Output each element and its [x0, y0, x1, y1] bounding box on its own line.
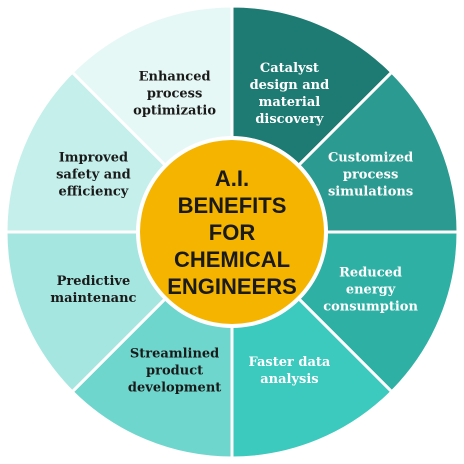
segment-product-development-label-line: Streamlined: [130, 347, 219, 362]
segment-data-analysis-label: Faster data analysis: [248, 355, 330, 387]
segment-optimization-label-line: process: [147, 86, 202, 101]
segment-simulations-label: Customized process simulations: [328, 151, 413, 200]
segment-optimization-label-line: optimizatio: [133, 103, 216, 118]
segment-maintenance-label: Predictive maintenanc: [50, 274, 136, 306]
segment-safety-label: Improved safety and efficiency: [56, 151, 131, 200]
segment-catalyst-label-line: design and: [250, 78, 330, 93]
segment-safety-label-line: safety and: [56, 168, 131, 183]
segment-energy-label-line: energy: [346, 282, 396, 297]
segment-maintenance-label-line: Predictive: [57, 274, 131, 289]
segment-data-analysis-label-line: analysis: [260, 372, 318, 387]
segment-safety-label-line: efficiency: [58, 185, 128, 200]
center-circle: [140, 140, 324, 324]
segment-data-analysis-label-line: Faster data: [248, 355, 330, 370]
segment-optimization-label: Enhanced process optimizatio: [133, 69, 216, 118]
segment-catalyst-label-line: Catalyst: [260, 61, 319, 76]
segment-catalyst-label-line: material: [259, 95, 321, 110]
segment-safety-label-line: Improved: [59, 151, 128, 166]
center-title-line: FOR: [209, 220, 256, 245]
segment-maintenance-label-line: maintenanc: [50, 291, 136, 306]
segment-energy-label-line: Reduced: [339, 265, 402, 280]
segment-simulations-label-line: process: [343, 168, 398, 183]
segment-catalyst-label: Catalyst design and material discovery: [250, 61, 330, 127]
segment-catalyst-label-line: discovery: [255, 112, 324, 127]
segment-simulations-label-line: simulations: [328, 185, 413, 200]
segment-energy-label-line: consumption: [323, 299, 418, 314]
segment-energy-label: Reduced energy consumption: [323, 265, 418, 314]
center-title-line: A.I.: [215, 166, 249, 191]
center-title-line: BENEFITS: [178, 193, 287, 218]
center-title-line: ENGINEERS: [167, 274, 297, 299]
segment-product-development-label-line: product: [146, 364, 203, 379]
segment-simulations-label-line: Customized: [328, 151, 413, 166]
wheel-segments: Catalyst design and material discoveryCusto…: [4, 4, 460, 460]
segment-optimization-label-line: Enhanced: [139, 69, 211, 84]
center-title-line: CHEMICAL: [174, 247, 290, 272]
segment-product-development-label-line: development: [128, 381, 221, 396]
segment-product-development-label: Streamlined product development: [128, 347, 221, 396]
